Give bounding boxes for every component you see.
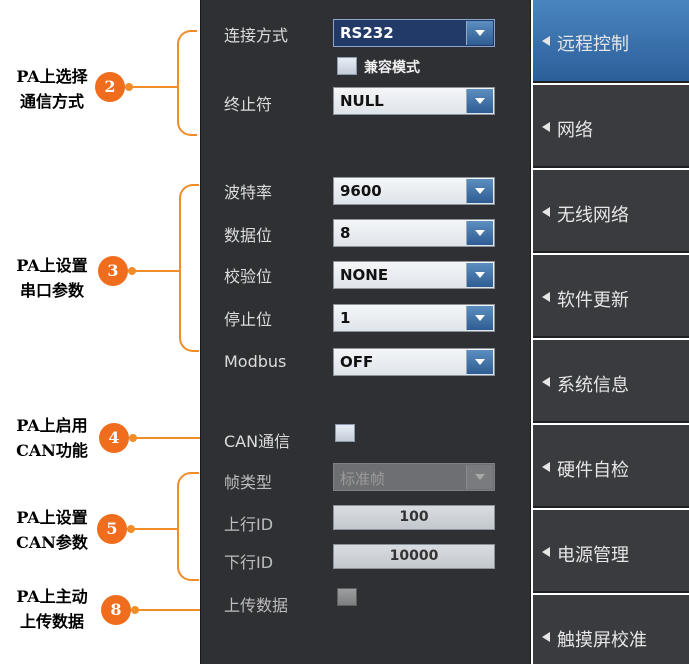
connect-mode-label: 连接方式: [224, 26, 289, 45]
annotation-5-badge: 5: [97, 514, 127, 544]
connect-mode-select[interactable]: RS232: [333, 19, 495, 47]
parity-label: 校验位: [224, 267, 273, 286]
annotation-3-bracket-tip: [165, 270, 179, 272]
terminator-label: 终止符: [224, 95, 273, 114]
annotation-8-badge: 8: [101, 595, 131, 625]
annotation-8-line1: PA上主动: [16, 587, 88, 606]
nav-item-label: 触摸屏校准: [557, 630, 647, 651]
annotation-4-connector: [129, 437, 202, 439]
nav-item-label: 软件更新: [557, 290, 629, 311]
triangle-left-icon: [542, 547, 550, 557]
annotation-8-connector: [131, 609, 202, 611]
annotation-3-badge: 3: [98, 256, 128, 286]
frame-type-value: 标准帧: [340, 470, 386, 488]
annotation-5-bracket: [177, 472, 199, 581]
annotation-2-bracket-tip: [163, 86, 177, 88]
annotation-8-dot: [131, 606, 139, 614]
annotation-8-line2: 上传数据: [19, 612, 84, 631]
annotation-5-line2: CAN参数: [16, 533, 88, 552]
annotation-3-line1: PA上设置: [16, 256, 88, 275]
triangle-left-icon: [542, 462, 550, 472]
nav-item-network[interactable]: 网络: [533, 85, 689, 168]
nav-item-touch-calibration[interactable]: 触摸屏校准: [533, 595, 689, 664]
compat-mode-label: 兼容模式: [364, 60, 420, 76]
chevron-down-icon[interactable]: [466, 221, 493, 245]
triangle-left-icon: [542, 292, 550, 302]
baud-rate-value: 9600: [340, 182, 382, 200]
parity-select[interactable]: NONE: [333, 261, 495, 289]
stop-bits-label: 停止位: [224, 310, 273, 329]
annotation-3-connector: [128, 270, 166, 272]
nav-item-hardware-check[interactable]: 硬件自检: [533, 425, 689, 508]
annotation-2-line2: 通信方式: [19, 92, 84, 111]
nav-item-power-management[interactable]: 电源管理: [533, 510, 689, 593]
data-bits-value: 8: [340, 224, 351, 242]
terminator-select[interactable]: NULL: [333, 87, 495, 115]
nav-item-label: 无线网络: [557, 205, 629, 226]
data-bits-select[interactable]: 8: [333, 219, 495, 247]
nav-item-label: 电源管理: [557, 545, 629, 566]
chevron-down-icon[interactable]: [466, 263, 493, 287]
chevron-down-icon[interactable]: [466, 21, 493, 45]
baud-rate-select[interactable]: 9600: [333, 177, 495, 205]
modbus-select[interactable]: OFF: [333, 348, 495, 376]
annotation-2-line1: PA上选择: [16, 67, 88, 86]
baud-rate-label: 波特率: [224, 183, 273, 202]
nav-item-label: 硬件自检: [557, 460, 629, 481]
annotation-3-dot: [128, 267, 136, 275]
upload-id-input[interactable]: 100: [333, 505, 495, 530]
stop-bits-value: 1: [340, 309, 351, 327]
upload-id-label: 上行ID: [224, 515, 274, 534]
frame-type-label: 帧类型: [224, 473, 273, 492]
can-comm-checkbox[interactable]: [335, 424, 355, 442]
data-bits-label: 数据位: [224, 226, 273, 245]
triangle-left-icon: [542, 36, 550, 46]
triangle-left-icon: [542, 207, 550, 217]
chevron-down-icon[interactable]: [466, 350, 493, 374]
nav-item-label: 系统信息: [557, 375, 629, 396]
chevron-down-icon[interactable]: [466, 306, 493, 330]
stop-bits-select[interactable]: 1: [333, 304, 495, 332]
annotation-4-line2: CAN功能: [16, 441, 88, 460]
modbus-label: Modbus: [224, 352, 287, 371]
nav-item-wireless[interactable]: 无线网络: [533, 170, 689, 253]
can-comm-label: CAN通信: [224, 432, 291, 451]
compat-mode-checkbox[interactable]: [337, 57, 357, 75]
annotation-5-connector: [127, 528, 164, 530]
annotation-5-line1: PA上设置: [16, 508, 88, 527]
annotation-5-bracket-tip: [163, 528, 177, 530]
annotation-4-line1: PA上启用: [16, 416, 88, 435]
annotation-2-connector: [125, 86, 165, 88]
nav-item-system-info[interactable]: 系统信息: [533, 340, 689, 423]
annotation-2-bracket: [177, 30, 197, 136]
nav-item-software-update[interactable]: 软件更新: [533, 255, 689, 338]
annotation-2-dot: [125, 83, 133, 91]
chevron-down-icon[interactable]: [466, 179, 493, 203]
download-id-label: 下行ID: [224, 553, 274, 572]
frame-type-select: 标准帧: [333, 463, 495, 491]
chevron-down-icon[interactable]: [466, 89, 493, 113]
nav-item-label: 远程控制: [557, 34, 629, 55]
upload-data-checkbox[interactable]: [337, 588, 357, 606]
triangle-left-icon: [542, 377, 550, 387]
annotation-3-bracket: [179, 184, 199, 352]
annotation-4-badge: 4: [99, 423, 129, 453]
chevron-down-icon: [466, 465, 493, 489]
upload-data-label: 上传数据: [224, 596, 289, 615]
download-id-input[interactable]: 10000: [333, 544, 495, 569]
annotation-3-line2: 串口参数: [19, 281, 84, 300]
nav-item-label: 网络: [557, 120, 593, 141]
connect-mode-value: RS232: [340, 24, 394, 42]
triangle-left-icon: [542, 122, 550, 132]
modbus-value: OFF: [340, 353, 374, 371]
annotation-4-dot: [129, 434, 137, 442]
annotation-2-badge: 2: [95, 72, 125, 102]
annotation-5-dot: [127, 525, 135, 533]
parity-value: NONE: [340, 266, 389, 284]
terminator-value: NULL: [340, 92, 384, 110]
nav-item-remote-control[interactable]: 远程控制: [533, 0, 689, 83]
triangle-left-icon: [542, 632, 550, 642]
